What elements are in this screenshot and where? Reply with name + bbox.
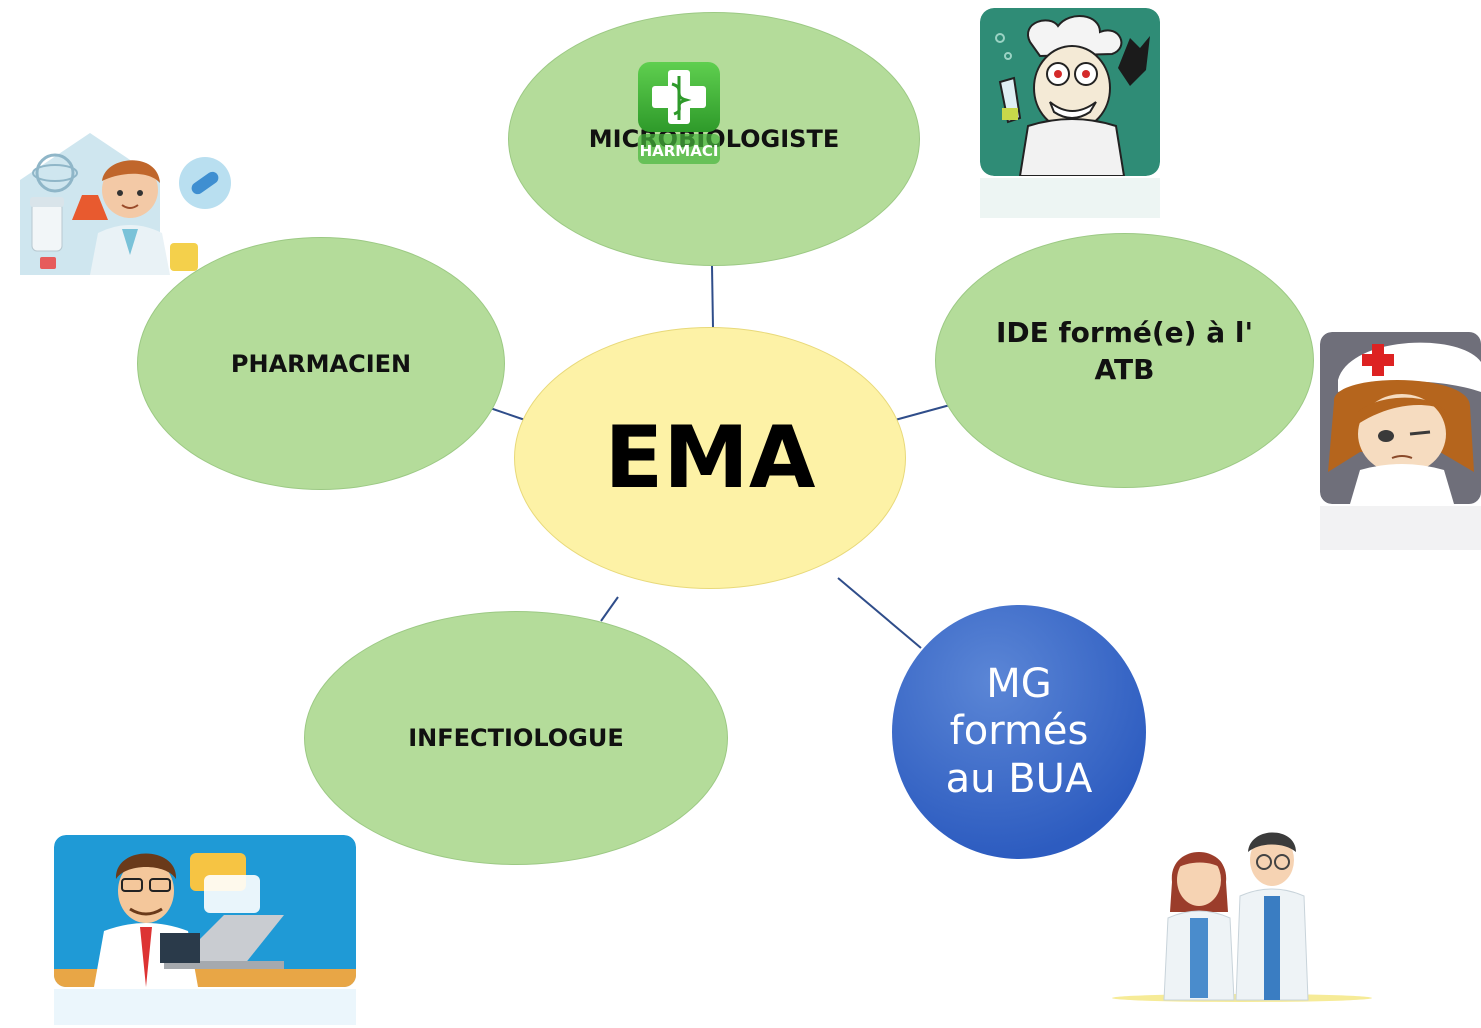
pharmacy-badge-text: HARMACI bbox=[640, 142, 719, 160]
mad-scientist-illustration bbox=[980, 8, 1160, 176]
doctor-laptop-reflection bbox=[54, 989, 356, 1025]
pharmacy-cross-icon: HARMACI bbox=[638, 62, 720, 172]
pharmacist-illustration bbox=[10, 125, 232, 285]
node-pharmacien: PHARMACIEN bbox=[137, 237, 505, 490]
nurse-illustration bbox=[1320, 332, 1481, 504]
connector-microbiologiste bbox=[711, 265, 714, 329]
nurse-reflection bbox=[1320, 506, 1481, 550]
node-mg-line3: au BUA bbox=[945, 755, 1093, 802]
node-ide-line2: ATB bbox=[1094, 352, 1155, 386]
node-ema-center: EMA bbox=[514, 327, 906, 589]
connector-infectiologue bbox=[600, 596, 619, 622]
connector-mg bbox=[837, 577, 922, 649]
node-ema-label: EMA bbox=[604, 408, 816, 508]
doctor-laptop-illustration bbox=[54, 835, 356, 987]
mad-scientist-reflection bbox=[980, 178, 1160, 218]
doctors-pair-illustration bbox=[1112, 822, 1374, 1022]
node-infectiologue-label: INFECTIOLOGUE bbox=[408, 724, 624, 752]
node-mg-line2: formés bbox=[949, 708, 1089, 755]
node-mg-line1: MG bbox=[986, 661, 1052, 708]
connector-ide bbox=[894, 404, 951, 421]
node-ide: IDE formé(e) à l' ATB bbox=[935, 233, 1314, 488]
node-ide-line1: IDE formé(e) à l' bbox=[995, 316, 1254, 350]
node-mg: MG formés au BUA bbox=[892, 605, 1146, 859]
node-infectiologue: INFECTIOLOGUE bbox=[304, 611, 728, 865]
node-pharmacien-label: PHARMACIEN bbox=[230, 349, 412, 378]
